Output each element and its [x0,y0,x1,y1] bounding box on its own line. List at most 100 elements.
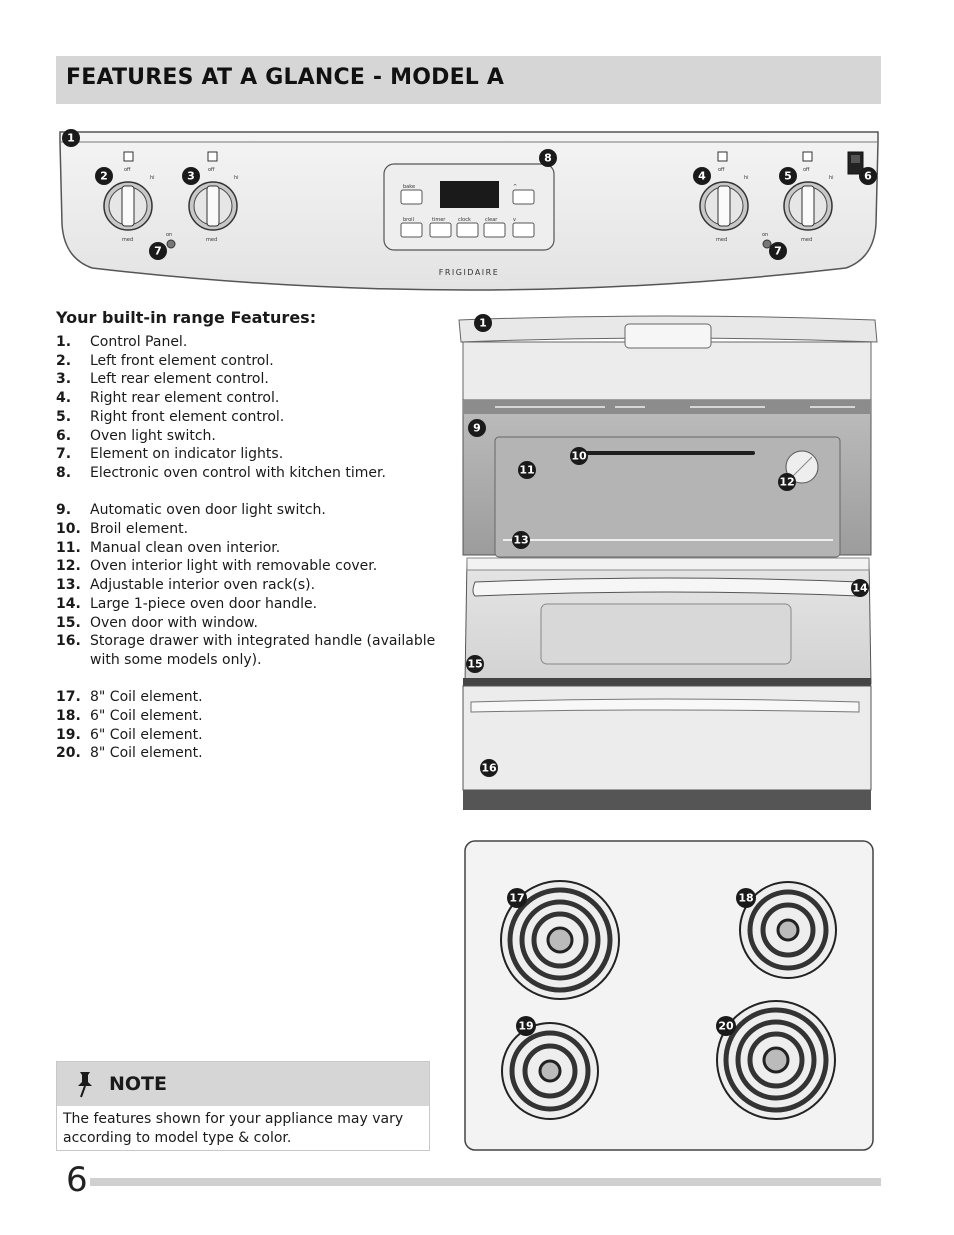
svg-text:9: 9 [473,422,481,435]
svg-text:15: 15 [467,658,482,671]
knob-hi-label: hi [234,175,239,181]
coil-element-19 [501,1022,599,1120]
svg-text:5: 5 [784,170,792,183]
callout-9: 9 [468,419,486,437]
list-item: 14.Large 1-piece oven door handle. [56,595,318,612]
svg-text:10: 10 [571,450,587,463]
knob-hi-label: hi [744,175,749,181]
svg-text:14: 14 [852,582,868,595]
indicator-on-label: on [762,232,768,238]
list-item: 7.Element on indicator lights. [56,446,284,463]
list-item: 16.Storage drawer with integrated handle… [56,633,436,668]
svg-text:17: 17 [509,892,524,905]
knob-med-label: med [801,237,812,243]
timer-label: timer [432,217,446,223]
note-label: NOTE [109,1073,167,1095]
callout-18: 18 [736,888,756,908]
knob-left-front: off hi med [103,151,155,243]
knob-off-label: off [208,167,215,173]
list-item: 17.8" Coil element. [56,689,203,706]
callout-7-right: 7 [769,242,787,260]
clock-label: clock [458,217,471,223]
list-item: 11.Manual clean oven interior. [56,539,281,556]
list-item: 2.Left front element control. [56,352,274,369]
coil-element-20 [716,1000,836,1120]
list-item: 8.Electronic oven control with kitchen t… [56,464,386,481]
knob-right-rear: off hi med [699,151,749,243]
bake-button: bake [400,184,423,205]
svg-text:4: 4 [698,170,706,183]
up-label: ^ [513,184,517,190]
callout-19: 19 [516,1016,536,1036]
knob-off-label: off [718,167,725,173]
svg-text:16: 16 [481,762,497,775]
broil-button: broil [400,217,423,238]
knob-off-label: off [124,167,131,173]
callout-15: 15 [466,655,484,673]
indicator-light-left: on [166,232,176,249]
callout-1: 1 [62,129,80,147]
list-item: 20.8" Coil element. [56,745,203,762]
svg-text:13: 13 [513,534,528,547]
svg-text:6: 6 [864,170,872,183]
clear-label: clear [485,217,498,223]
callout-16: 16 [480,759,498,777]
callout-13: 13 [512,531,530,549]
down-label: v [513,217,516,223]
list-item: 13.Adjustable interior oven rack(s). [56,577,316,594]
svg-text:19: 19 [518,1020,533,1033]
knob-hi-label: hi [829,175,834,181]
footer-rule [90,1178,881,1186]
svg-text:1: 1 [479,317,487,330]
svg-text:7: 7 [774,245,782,258]
down-arrow-button: v [512,217,535,238]
callout-17: 17 [507,888,527,908]
callout-4: 4 [693,167,711,185]
callout-10: 10 [570,447,588,465]
list-item: 19.6" Coil element. [56,726,203,743]
svg-text:8: 8 [544,152,552,165]
features-heading: Your built-in range Features: [56,308,317,327]
bake-label: bake [403,184,415,190]
svg-text:18: 18 [738,892,753,905]
callout-8: 8 [539,149,557,167]
pushpin-icon [78,1072,92,1098]
list-item: 9.Automatic oven door light switch. [56,502,326,519]
oven-illustration: 1 9 10 11 12 13 14 15 16 [458,314,878,810]
note-box: NOTE The features shown for your applian… [56,1061,430,1151]
knob-left-rear: off hi med [188,151,239,243]
features-list: 1.Control Panel. 2.Left front element co… [56,333,436,763]
electronic-oven-control: bake broil timer on-off clock clear off … [383,163,555,251]
list-item: 10.Broil element. [56,521,189,538]
features-section: Your built-in range Features: 1.Control … [56,308,436,763]
knob-med-label: med [716,237,727,243]
callout-oven-1: 1 [474,314,492,332]
timer-button: timer on-off [429,217,452,238]
page-title: FEATURES AT A GLANCE - MODEL A [66,65,505,90]
list-item: 15.Oven door with window. [56,614,258,631]
callout-3: 3 [182,167,200,185]
coil-element-18 [739,881,837,979]
list-item: 4.Right rear element control. [56,390,280,407]
svg-text:12: 12 [779,476,794,489]
knob-med-label: med [122,237,133,243]
svg-text:3: 3 [187,170,195,183]
brand-logo: FRIGIDAIRE [439,268,500,277]
svg-text:7: 7 [154,245,162,258]
cooktop-illustration: 17 18 19 20 [464,840,874,1151]
callout-6: 6 [859,167,877,185]
svg-text:1: 1 [67,132,75,145]
callout-20: 20 [716,1016,736,1036]
list-item: 3.Left rear element control. [56,371,269,388]
list-item: 1.Control Panel. [56,334,188,350]
list-item: 5.Right front element control. [56,408,285,425]
up-arrow-button: ^ [512,184,535,205]
indicator-light-right: on [762,232,772,249]
knob-off-label: off [803,167,810,173]
oven-light-switch [847,151,864,175]
coil-element-17 [500,880,620,1000]
broil-label: broil [403,217,414,223]
title-bar: FEATURES AT A GLANCE - MODEL A [56,56,881,104]
callout-14: 14 [851,579,869,597]
indicator-on-label: on [166,232,172,238]
